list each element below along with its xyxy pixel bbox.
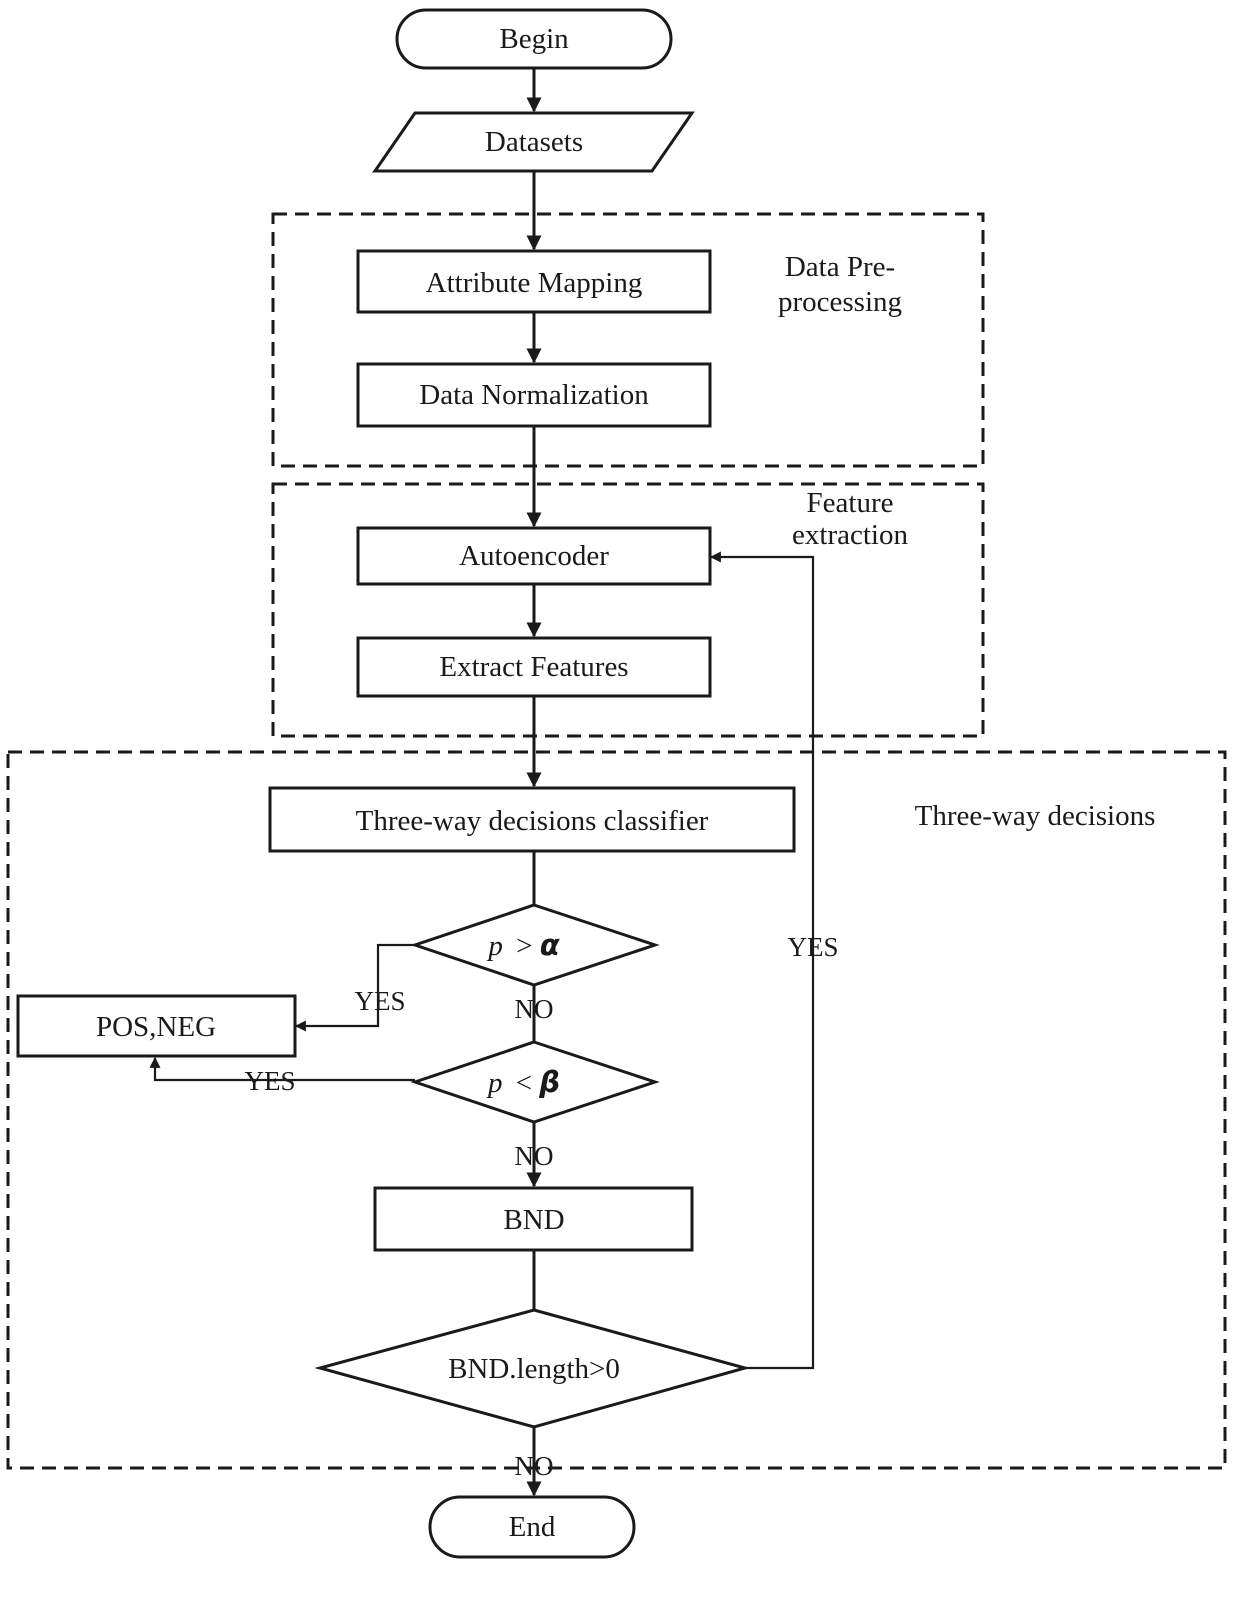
decision-alpha: p > α [410, 903, 660, 987]
group-feature-extraction: Feature extraction [271, 482, 985, 738]
node-bnd-label: BND [503, 1204, 564, 1236]
edge-label-alpha-yes: YES [354, 986, 405, 1016]
decision-alpha-label: p > α [486, 928, 560, 962]
edge-alpha-yes-pos [294, 943, 415, 1032]
node-extract-features-label: Extract Features [439, 651, 628, 683]
edge-beta-yes-pos [149, 1056, 415, 1082]
node-datasets: Datasets [372, 111, 695, 173]
node-classifier-label: Three-way decisions classifier [356, 805, 709, 837]
decision-bnd-length-label: BND.length>0 [448, 1353, 620, 1385]
group-feature-extraction-label-line2: extraction [792, 519, 908, 551]
edge-label-beta-no: NO [515, 1141, 554, 1171]
node-extract-features: Extract Features [356, 636, 712, 698]
node-data-normalization-label: Data Normalization [419, 379, 649, 411]
node-attribute-mapping-label: Attribute Mapping [426, 267, 643, 299]
group-three-way-decisions: Three-way decisions [6, 750, 1227, 1470]
edge-label-beta-yes: YES [244, 1066, 295, 1096]
node-pos-neg: POS,NEG [16, 994, 297, 1058]
edges [149, 68, 815, 1497]
decision-beta-label: p < β [486, 1065, 560, 1099]
edge-loop-yes-autoencoder [709, 551, 815, 1370]
node-datasets-label: Datasets [485, 126, 583, 158]
group-preprocessing: Data Pre- processing [271, 212, 985, 468]
decision-beta: p < β [410, 1040, 660, 1124]
edge-label-loop-yes: YES [787, 932, 838, 962]
node-autoencoder-label: Autoencoder [459, 540, 609, 572]
node-autoencoder: Autoencoder [356, 526, 712, 586]
decision-bnd-length: BND.length>0 [314, 1308, 751, 1429]
node-pos-neg-label: POS,NEG [96, 1011, 216, 1043]
node-begin: Begin [395, 8, 673, 70]
group-feature-extraction-label-line1: Feature [807, 487, 894, 519]
group-preprocessing-label-line2: processing [778, 286, 902, 318]
node-end-label: End [509, 1511, 556, 1543]
node-data-normalization: Data Normalization [356, 362, 712, 428]
edge-label-final-no: NO [515, 1451, 554, 1481]
group-three-way-label: Three-way decisions [915, 800, 1156, 832]
edge-label-alpha-no: NO [515, 994, 554, 1024]
node-classifier: Three-way decisions classifier [268, 786, 796, 853]
node-begin-label: Begin [499, 23, 569, 55]
node-attribute-mapping: Attribute Mapping [356, 249, 712, 314]
node-end: End [428, 1495, 636, 1559]
group-preprocessing-label-line1: Data Pre- [785, 251, 895, 283]
node-bnd: BND [373, 1186, 694, 1252]
